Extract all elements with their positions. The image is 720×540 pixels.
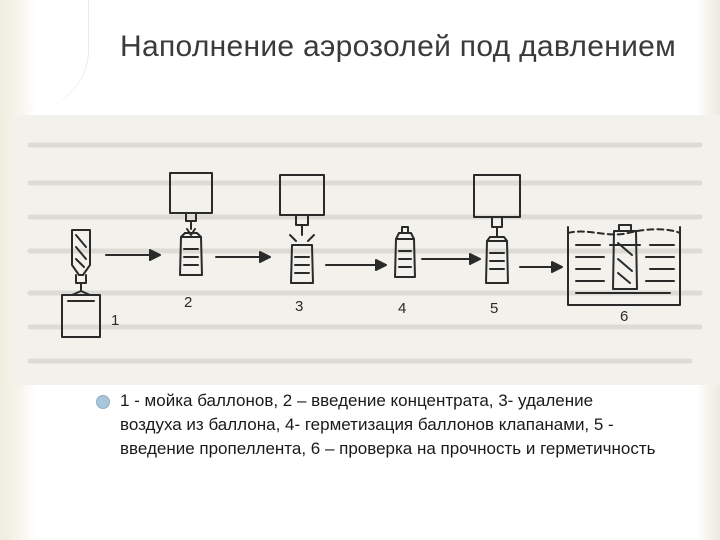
step-number-1: 1 <box>111 312 119 329</box>
step-number-5: 5 <box>490 300 498 317</box>
arrow-4 <box>421 253 481 265</box>
arrow-5 <box>519 261 563 273</box>
step-number-6: 6 <box>620 308 628 325</box>
caption-bullet-item: 1 - мойка баллонов, 2 – введение концент… <box>96 389 656 461</box>
bullet-dot-icon <box>96 395 110 409</box>
station-1-washing <box>61 229 101 338</box>
arrow-1 <box>105 249 161 261</box>
arrow-2 <box>215 251 271 263</box>
step-number-4: 4 <box>398 300 406 317</box>
slide-corner-curl-decoration <box>8 0 89 110</box>
slide-title: Наполнение аэрозолей под давлением <box>120 30 677 63</box>
station-5-propellant <box>473 174 521 284</box>
station-4-valve-sealing <box>394 226 416 278</box>
arrow-3 <box>325 259 387 271</box>
scan-text-bleed <box>27 142 703 364</box>
station-2-concentrate <box>169 172 213 276</box>
filling-process-diagram: 1 2 3 4 5 6 <box>10 115 720 385</box>
step-number-3: 3 <box>295 298 303 315</box>
diagram-svg: 1 2 3 4 5 6 <box>27 142 703 364</box>
caption-text: 1 - мойка баллонов, 2 – введение концент… <box>120 391 656 458</box>
station-6-water-bath <box>567 224 681 306</box>
step-number-2: 2 <box>184 294 192 311</box>
station-3-air-removal <box>279 174 325 284</box>
